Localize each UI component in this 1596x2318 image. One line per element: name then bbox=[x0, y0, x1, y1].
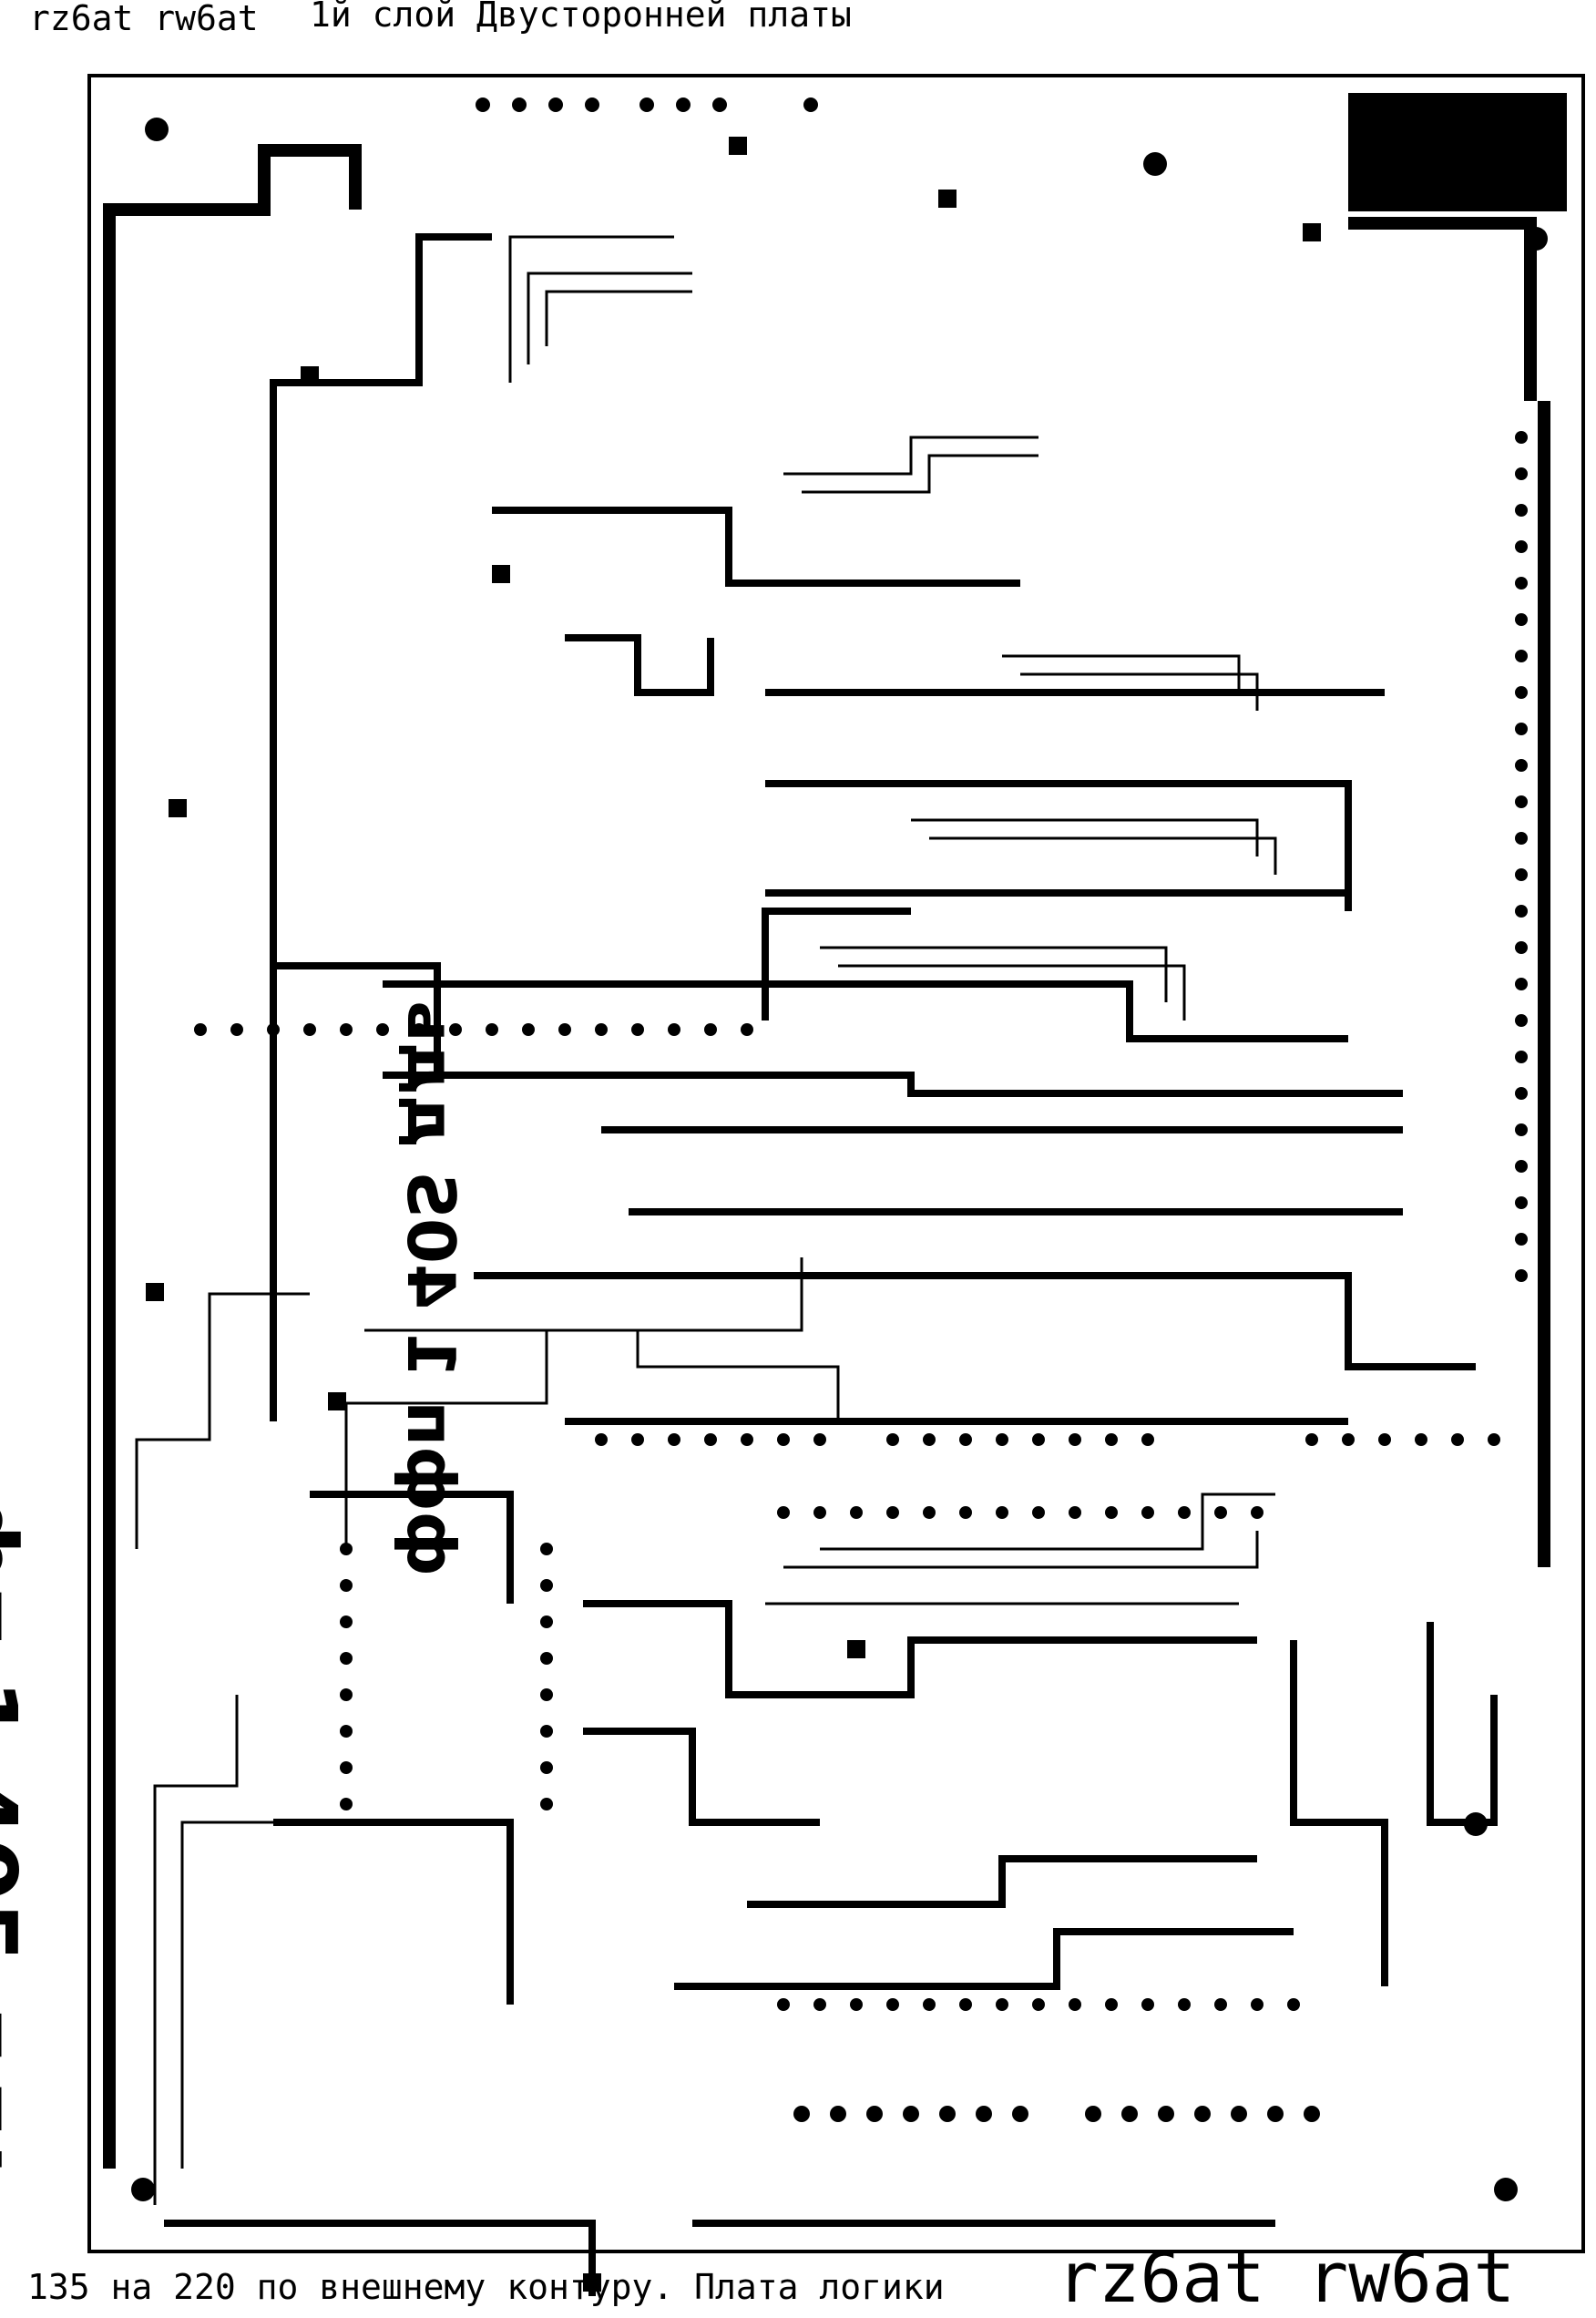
footer-authors: rz6at rw6at bbox=[1057, 2237, 1516, 2318]
bus-traces bbox=[164, 233, 1498, 2296]
header-authors: rz6at rw6at bbox=[29, 0, 259, 38]
pad-rows bbox=[194, 97, 1528, 2122]
signal-traces bbox=[135, 235, 1277, 2205]
board-outline bbox=[87, 74, 1585, 2253]
board-mirrored-label: ффп 1 40S ддь bbox=[393, 1000, 469, 1576]
mounting-holes bbox=[131, 118, 1548, 2201]
square-pads bbox=[146, 137, 1321, 2292]
header-title: 1й слой Двусторонней платы bbox=[310, 0, 852, 35]
ground-rails bbox=[103, 144, 1550, 2169]
copper-pour bbox=[1348, 93, 1567, 211]
board-side-label: фп 1 405 ддь bbox=[0, 1494, 36, 2201]
footer-size-note: 135 на 220 по внешнему контуру. Плата ло… bbox=[27, 2267, 945, 2307]
